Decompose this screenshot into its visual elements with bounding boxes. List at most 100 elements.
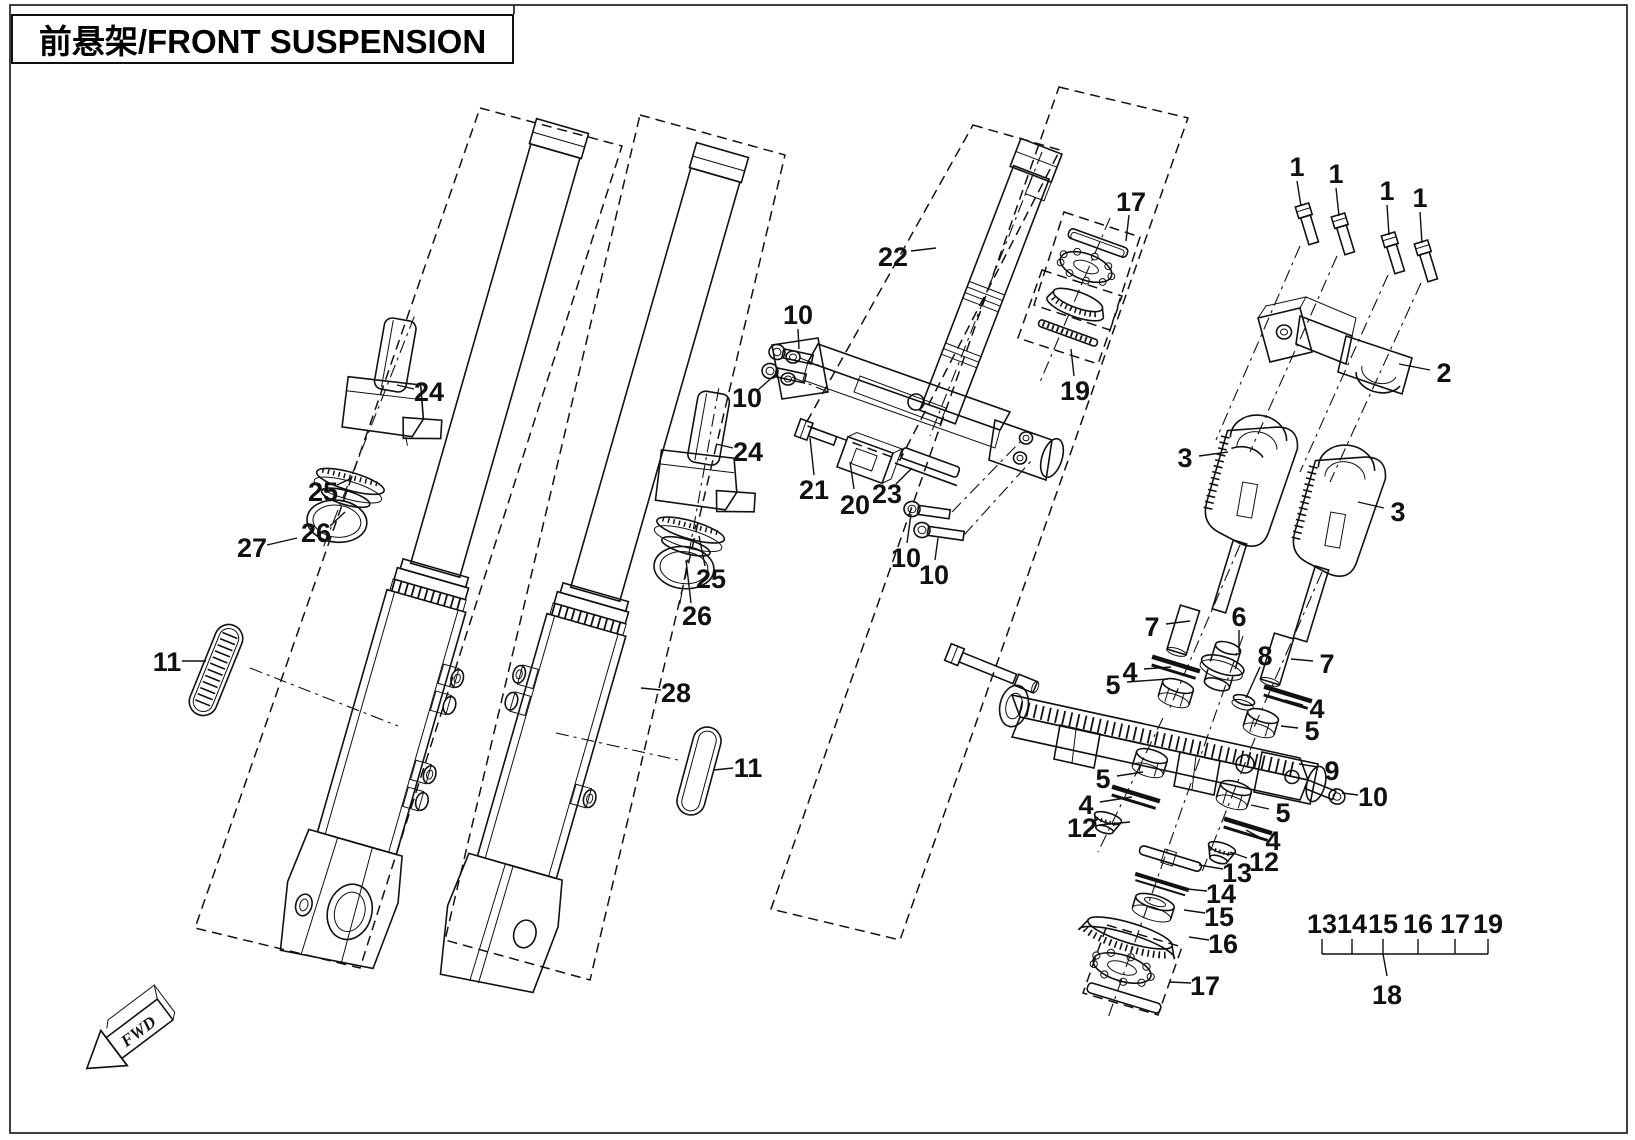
part-label-11: 11 (153, 647, 182, 677)
part-label-12: 12 (1067, 813, 1097, 843)
part-label-1: 1 (1289, 152, 1304, 182)
part-label-4: 4 (1309, 694, 1324, 724)
riser-bolts (1294, 201, 1439, 283)
bearing-cone (1131, 892, 1176, 923)
page-border (9, 4, 1628, 1134)
bearing-race-lower (1077, 916, 1176, 960)
legend-label-16: 16 (1403, 909, 1433, 939)
fwd-arrow: FWD (85, 984, 176, 1070)
part-label-9: 9 (1324, 756, 1339, 786)
fork-rod (1292, 564, 1330, 643)
part-label-27: 27 (237, 533, 267, 563)
handlebar-holder-block (835, 432, 904, 485)
part-label-6: 6 (1231, 602, 1246, 632)
long-bolt (943, 642, 1040, 694)
part-label-1: 1 (1379, 176, 1394, 206)
part-label-1: 1 (1328, 159, 1343, 189)
part-label-25: 25 (696, 564, 726, 594)
bearing-race-upper (1067, 228, 1129, 258)
washer-lower (1134, 871, 1190, 897)
part-label-15: 15 (1204, 902, 1234, 932)
part-label-24: 24 (733, 437, 763, 467)
fork-top-cap (654, 390, 757, 513)
part-label-4: 4 (1265, 826, 1280, 856)
part-label-10: 10 (783, 300, 813, 330)
part-label-7: 7 (1319, 649, 1334, 679)
upper-clamp-bar (771, 337, 1065, 482)
part-label-21: 21 (799, 475, 829, 505)
part-label-13: 13 (1222, 858, 1252, 888)
part-label-17: 17 (1190, 971, 1220, 1001)
stem-nut-cap (1199, 640, 1245, 692)
part-label-11: 11 (734, 753, 763, 783)
legend-label-13: 13 (1307, 909, 1337, 939)
clamp-holder-left (1202, 414, 1299, 547)
part-label-19: 19 (1060, 376, 1090, 406)
part-label-7: 7 (1144, 612, 1159, 642)
box-right-fork-28 (444, 114, 786, 981)
clamp-holder-right (1290, 444, 1387, 577)
legend-label-17: 17 (1440, 909, 1470, 939)
page-title: 前悬架/FRONT SUSPENSION (38, 23, 487, 60)
legend-label-18: 18 (1372, 980, 1402, 1010)
part-label-26: 26 (682, 601, 712, 631)
caliper-lug (504, 664, 597, 809)
part-label-5: 5 (1095, 764, 1110, 794)
center-axes (1039, 217, 1323, 1019)
part-label-20: 20 (840, 490, 870, 520)
part-label-12: 12 (1249, 847, 1279, 877)
left-fork-leg (279, 117, 590, 970)
right-fork-leg (439, 141, 757, 994)
top-riser-clamp (1257, 296, 1413, 396)
box-steering-column (770, 86, 1189, 941)
box-left-fork-27 (194, 107, 623, 969)
ball-bearing-lower (1089, 948, 1155, 987)
part-label-26: 26 (301, 518, 331, 548)
legend-label-19: 19 (1473, 909, 1503, 939)
ball-bearing-upper (1056, 247, 1116, 286)
pinch-bolt (793, 417, 838, 447)
part-label-16: 16 (1208, 929, 1238, 959)
part-label-10: 10 (1358, 782, 1388, 812)
reflector-left (188, 623, 244, 717)
part-label-4: 4 (1122, 657, 1137, 687)
spacer-tube-left (1165, 604, 1201, 657)
box-lower-bearing-17 (1082, 924, 1183, 1016)
fork-spring-seat (653, 516, 726, 557)
legend-label-15: 15 (1368, 909, 1398, 939)
bearing-cone-upper (1046, 287, 1105, 322)
part-label-10: 10 (732, 383, 762, 413)
title-box: 前悬架/FRONT SUSPENSION (11, 14, 514, 64)
part-label-2: 2 (1436, 358, 1451, 388)
part-label-1: 1 (1412, 183, 1427, 213)
part-label-5: 5 (1105, 670, 1120, 700)
part-label-10: 10 (891, 543, 921, 573)
legend-label-14: 14 (1337, 909, 1367, 939)
part-label-22: 22 (878, 242, 908, 272)
part-label-5: 5 (1304, 716, 1319, 746)
steering-stem (918, 137, 1064, 425)
part-label-23: 23 (872, 479, 902, 509)
spacer-tube-right (1259, 632, 1295, 687)
part-label-8: 8 (1257, 641, 1272, 671)
clamp-plate (894, 447, 961, 487)
part-label-5: 5 (1275, 798, 1290, 828)
part-label-24: 24 (414, 377, 444, 407)
part-label-4: 4 (1078, 790, 1093, 820)
fork-oring (306, 499, 368, 544)
part-label-17: 17 (1116, 187, 1146, 217)
part-label-3: 3 (1177, 443, 1192, 473)
dust-seal (1138, 845, 1203, 873)
dashed-assembly-boxes (194, 86, 1189, 1016)
part-label-28: 28 (661, 678, 691, 708)
reflector-right (676, 726, 722, 816)
box-upper-seal-19 (1017, 269, 1123, 365)
part-label-25: 25 (308, 477, 338, 507)
caliper-lug (402, 663, 465, 812)
box-steering-stem-22 (803, 124, 1062, 461)
part-label-14: 14 (1206, 879, 1236, 909)
fork-rod (1211, 538, 1248, 614)
